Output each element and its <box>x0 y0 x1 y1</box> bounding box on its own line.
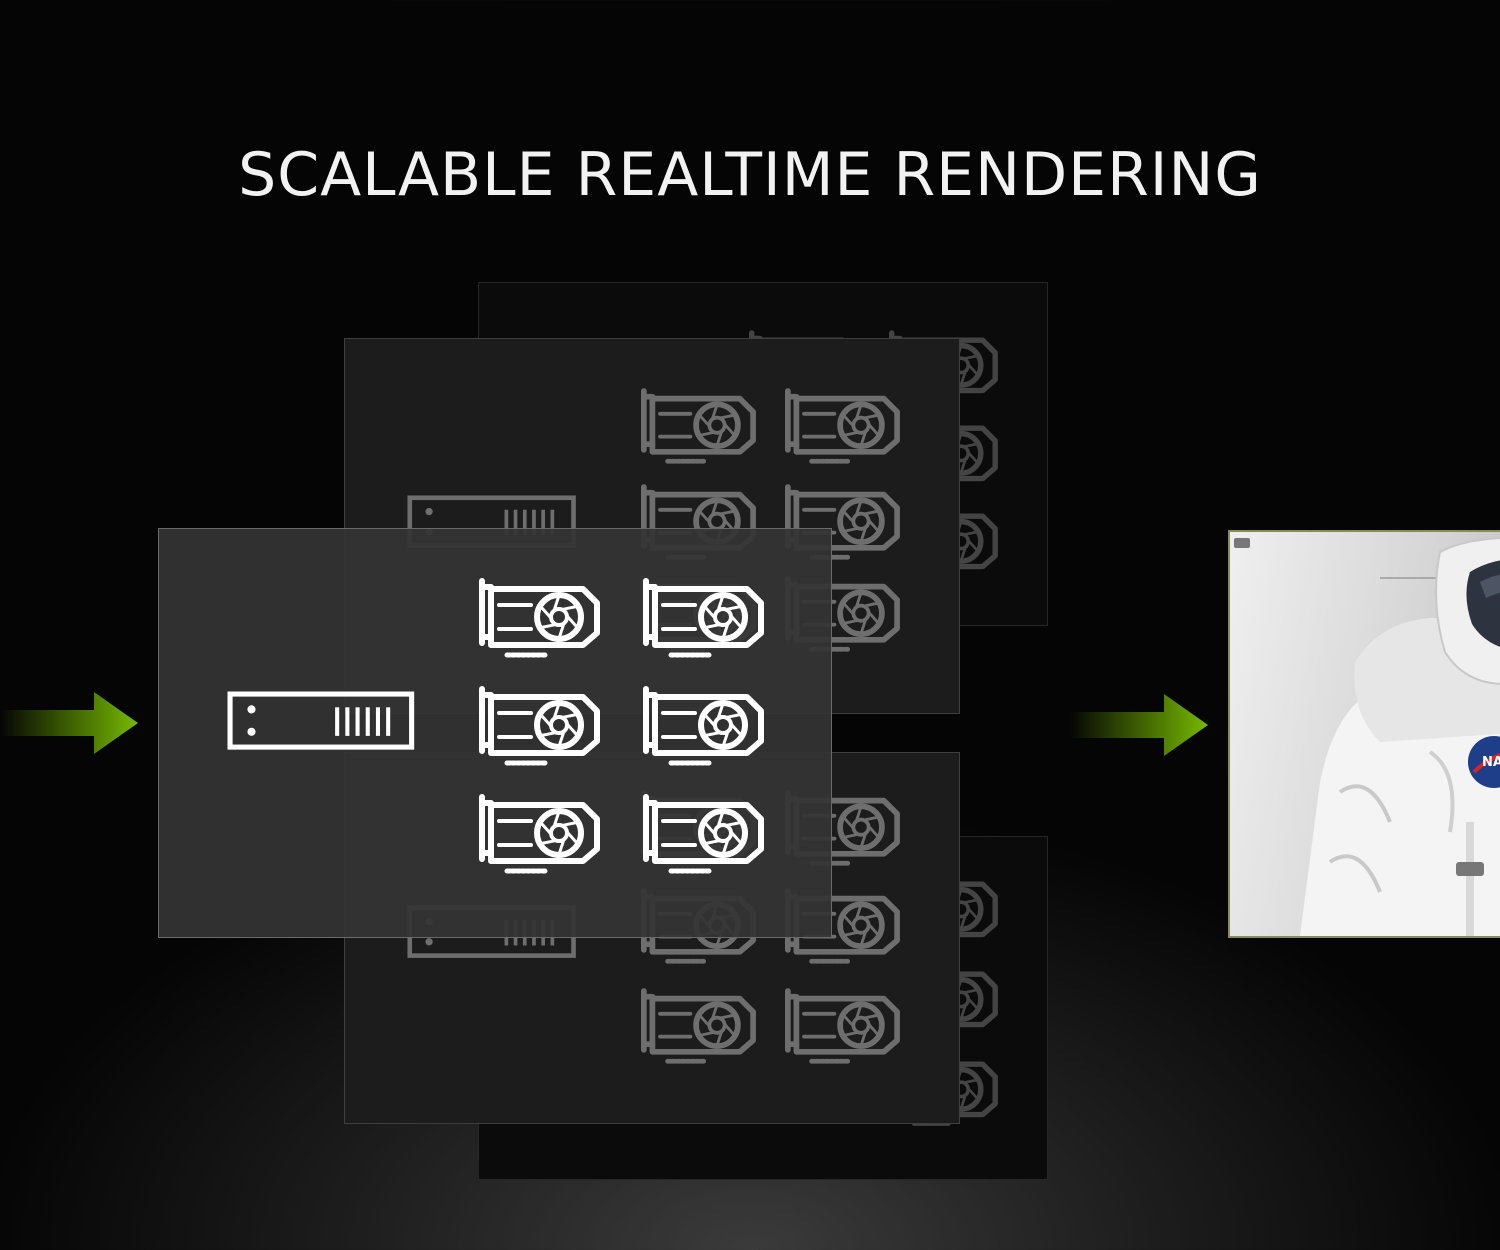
gpu-card-icon <box>479 578 600 658</box>
gpu-card-icon <box>479 794 600 874</box>
viewport-badge-icon <box>1234 538 1250 548</box>
input-arrow-icon <box>0 692 138 754</box>
gpu-card-icon <box>643 794 764 874</box>
gpu-card-icon <box>641 988 756 1064</box>
server-icon <box>227 691 415 750</box>
slide-title: SCALABLE REALTIME RENDERING <box>238 140 1262 210</box>
nasa-patch-text: NASA <box>1482 755 1500 770</box>
node-panel-front <box>158 528 832 938</box>
rendered-output-image: NASA <box>1228 530 1500 938</box>
gpu-card-icon <box>785 388 900 464</box>
gpu-card-icon <box>643 578 764 658</box>
gpu-card-icon <box>785 988 900 1064</box>
gpu-card-icon <box>479 686 600 766</box>
output-arrow-icon <box>1070 694 1208 756</box>
gpu-card-icon <box>641 388 756 464</box>
astronaut-suit <box>1300 682 1500 936</box>
gpu-card-icon <box>643 686 764 766</box>
